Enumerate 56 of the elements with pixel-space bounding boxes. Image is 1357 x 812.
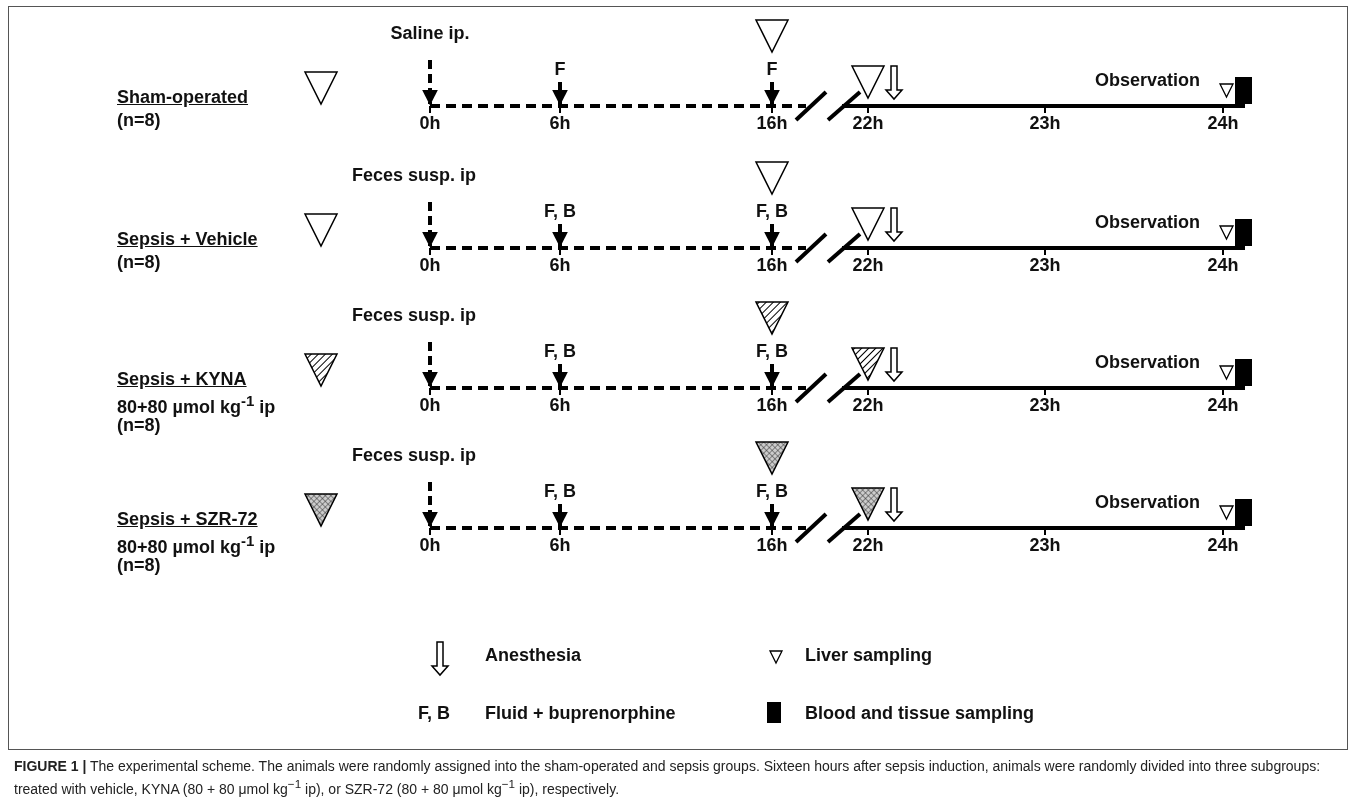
time-label: 6h (549, 256, 571, 276)
legend-label: Blood and tissue sampling (805, 704, 1035, 724)
sample-size-label: (n=8) (117, 253, 161, 273)
group-label: Sepsis + Vehicle (117, 230, 258, 250)
time-label: 0h (419, 114, 441, 134)
fluid-label: F, B (544, 342, 576, 362)
time-label: 24h (1207, 536, 1239, 556)
dose-label: 80+80 µmol kg$^{-1}$ ip (117, 533, 276, 558)
time-label: 23h (1029, 114, 1061, 134)
group-label: Sepsis + KYNA (117, 370, 247, 390)
group-label: Sham-operated (117, 88, 249, 108)
fluid-label: F (766, 60, 778, 80)
time-label: 23h (1029, 536, 1061, 556)
legend-key: F, B (418, 704, 450, 724)
time-label: 24h (1207, 114, 1239, 134)
treatment-label: Feces susp. ip (352, 166, 477, 186)
time-label: 22h (852, 536, 884, 556)
time-label: 23h (1029, 256, 1061, 276)
time-label: 24h (1207, 396, 1239, 416)
time-label: 16h (756, 256, 788, 276)
time-label: 6h (549, 396, 571, 416)
time-label: 16h (756, 536, 788, 556)
sample-size-label: (n=8) (117, 556, 161, 576)
group-label: Sepsis + SZR-72 (117, 510, 258, 530)
time-label: 22h (852, 114, 884, 134)
fluid-label: F (554, 60, 566, 80)
fluid-label: F, B (756, 482, 788, 502)
time-label: 16h (756, 114, 788, 134)
dose-label: 80+80 µmol kg$^{-1}$ ip (117, 393, 276, 418)
observation-label: Observation (1094, 493, 1200, 513)
fluid-label: F, B (544, 202, 576, 222)
time-label: 6h (549, 114, 571, 134)
time-label: 22h (852, 256, 884, 276)
time-label: 0h (419, 536, 441, 556)
time-label: 0h (419, 396, 441, 416)
sample-size-label: (n=8) (117, 416, 161, 436)
observation-label: Observation (1094, 213, 1200, 233)
caption: FIGURE 1 | The experimental scheme. The animals were randomly assigned into the sham-operated and sepsis groups. Sixteen hours after sepsis induction, animals were randomly divided into three subgroups: treated with vehicle, KYNA (80 + 80 μmol kg$^{−1}$ ip), or SZR-72 (80 + 80 μmol kg$^{−1}$ ip), respectively. (14, 757, 1322, 799)
time-label: 6h (549, 536, 571, 556)
time-label: 0h (419, 256, 441, 276)
treatment-label: Feces susp. ip (352, 446, 477, 466)
treatment-label: Saline ip. (390, 24, 470, 44)
observation-label: Observation (1094, 71, 1200, 91)
time-label: 16h (756, 396, 788, 416)
fluid-label: F, B (756, 202, 788, 222)
time-label: 24h (1207, 256, 1239, 276)
observation-label: Observation (1094, 353, 1200, 373)
fluid-label: F, B (756, 342, 788, 362)
fluid-label: F, B (544, 482, 576, 502)
sample-size-label: (n=8) (117, 111, 161, 131)
time-label: 22h (852, 396, 884, 416)
legend-label: Liver sampling (805, 646, 933, 666)
legend-label: Anesthesia (485, 646, 582, 666)
legend-label: Fluid + buprenorphine (485, 704, 676, 724)
time-label: 23h (1029, 396, 1061, 416)
treatment-label: Feces susp. ip (352, 306, 477, 326)
